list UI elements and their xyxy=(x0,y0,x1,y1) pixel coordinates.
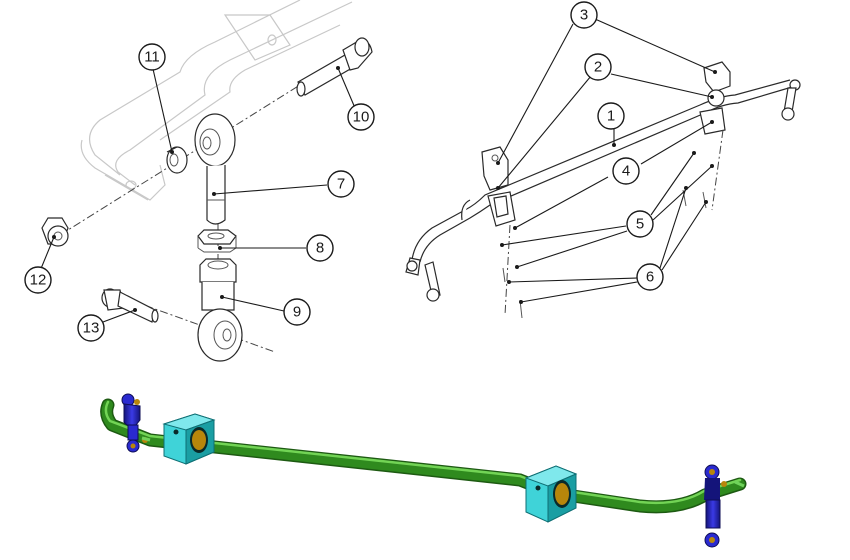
upper-axis xyxy=(59,84,301,236)
left-bolt-axis xyxy=(504,224,511,316)
rod-end-lower-9 xyxy=(197,258,243,362)
bolt-13 xyxy=(101,288,159,323)
callout-10: 10 xyxy=(347,103,375,131)
svg-text:8: 8 xyxy=(316,240,324,257)
callout-6: 6 xyxy=(636,263,664,291)
svg-text:10: 10 xyxy=(353,109,370,126)
callout-8: 8 xyxy=(306,234,334,262)
callout-5: 5 xyxy=(626,210,654,238)
callout-1: 1 xyxy=(597,102,625,130)
bar-exploded-view xyxy=(405,61,801,319)
right-end-link xyxy=(704,464,745,548)
right-view-right-link xyxy=(781,79,801,121)
left-bushing xyxy=(162,413,216,465)
svg-text:7: 7 xyxy=(337,176,345,193)
callout-3: 3 xyxy=(570,1,598,29)
svg-text:9: 9 xyxy=(293,304,301,321)
rod-end-upper-7 xyxy=(194,113,236,225)
callout-11: 11 xyxy=(138,43,166,71)
svg-text:13: 13 xyxy=(83,320,100,337)
callout-4: 4 xyxy=(612,157,640,185)
left-bushing-bracket xyxy=(481,146,516,227)
right-bushing xyxy=(524,465,578,523)
svg-text:1: 1 xyxy=(607,108,615,125)
svg-text:3: 3 xyxy=(580,7,588,24)
right-bolt-axis xyxy=(711,129,724,211)
flange-nut-12 xyxy=(41,217,69,247)
svg-text:11: 11 xyxy=(144,49,160,66)
leader-lines xyxy=(39,18,717,323)
lower-axis xyxy=(129,299,276,353)
callout-13: 13 xyxy=(77,314,105,342)
bar-bend xyxy=(461,199,471,221)
spacer-11 xyxy=(166,146,188,174)
svg-text:12: 12 xyxy=(30,272,47,289)
svg-text:2: 2 xyxy=(594,59,602,76)
right-view-left-link xyxy=(405,257,441,302)
jam-nut-8 xyxy=(197,229,237,253)
callout-2: 2 xyxy=(584,53,612,81)
colored-bar-assembly xyxy=(100,393,747,548)
end-link-detail xyxy=(41,0,373,362)
bolt-10 xyxy=(296,37,373,97)
svg-text:6: 6 xyxy=(646,269,654,286)
callout-7: 7 xyxy=(327,170,355,198)
callout-12: 12 xyxy=(24,266,52,294)
callouts: 1 2 3 4 5 6 7 8 9 10 11 12 13 xyxy=(24,1,664,342)
left-end-link xyxy=(121,393,151,453)
ghost-bar-end xyxy=(80,0,353,201)
callout-9: 9 xyxy=(283,298,311,326)
svg-text:4: 4 xyxy=(622,163,630,180)
svg-text:5: 5 xyxy=(636,216,644,233)
small-bolts xyxy=(502,189,707,319)
